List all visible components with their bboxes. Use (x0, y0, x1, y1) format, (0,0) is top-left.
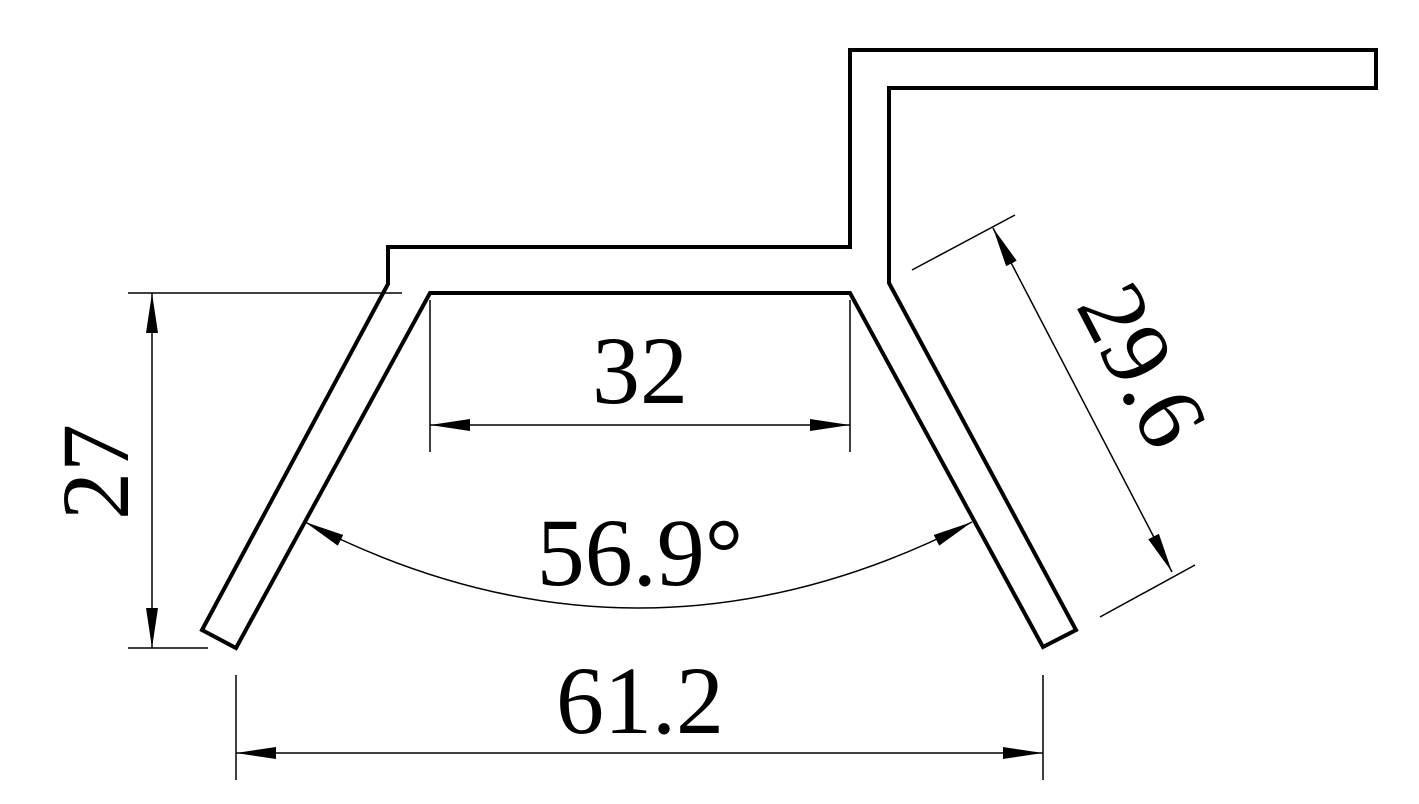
dimension-angle (304, 521, 973, 609)
dimension-inner-width (429, 300, 851, 452)
dimension-angle-label: 56.9° (537, 499, 743, 606)
dimension-height-label: 27 (42, 424, 149, 520)
profile-outline (199, 48, 1378, 651)
dimension-bottom-width-label: 61.2 (556, 647, 724, 754)
dimension-bottom-width (235, 675, 1044, 780)
dimension-side-length (911, 214, 1196, 618)
dimension-inner-width-label: 32 (592, 317, 688, 424)
dimension-side-length-label: 29.6 (1057, 266, 1229, 464)
dimension-height (128, 292, 402, 649)
